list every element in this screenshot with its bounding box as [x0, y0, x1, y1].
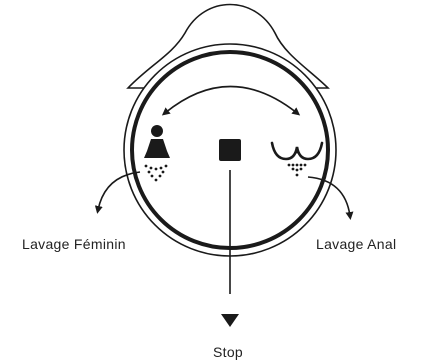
rotation-arrow — [161, 85, 301, 116]
stop-label: Stop — [213, 344, 243, 360]
woman-spray-icon — [144, 125, 170, 182]
anal-pointer-arrow — [307, 176, 354, 220]
rear-spray-icon — [270, 141, 324, 177]
feminine-pointer-arrow — [94, 171, 141, 214]
anal-wash-label: Lavage Anal — [316, 236, 397, 252]
knob-outline — [126, 3, 330, 89]
feminine-wash-label: Lavage Féminin — [22, 236, 126, 252]
stop-pointer-triangle — [221, 314, 239, 327]
stop-square-icon[interactable] — [219, 139, 241, 161]
